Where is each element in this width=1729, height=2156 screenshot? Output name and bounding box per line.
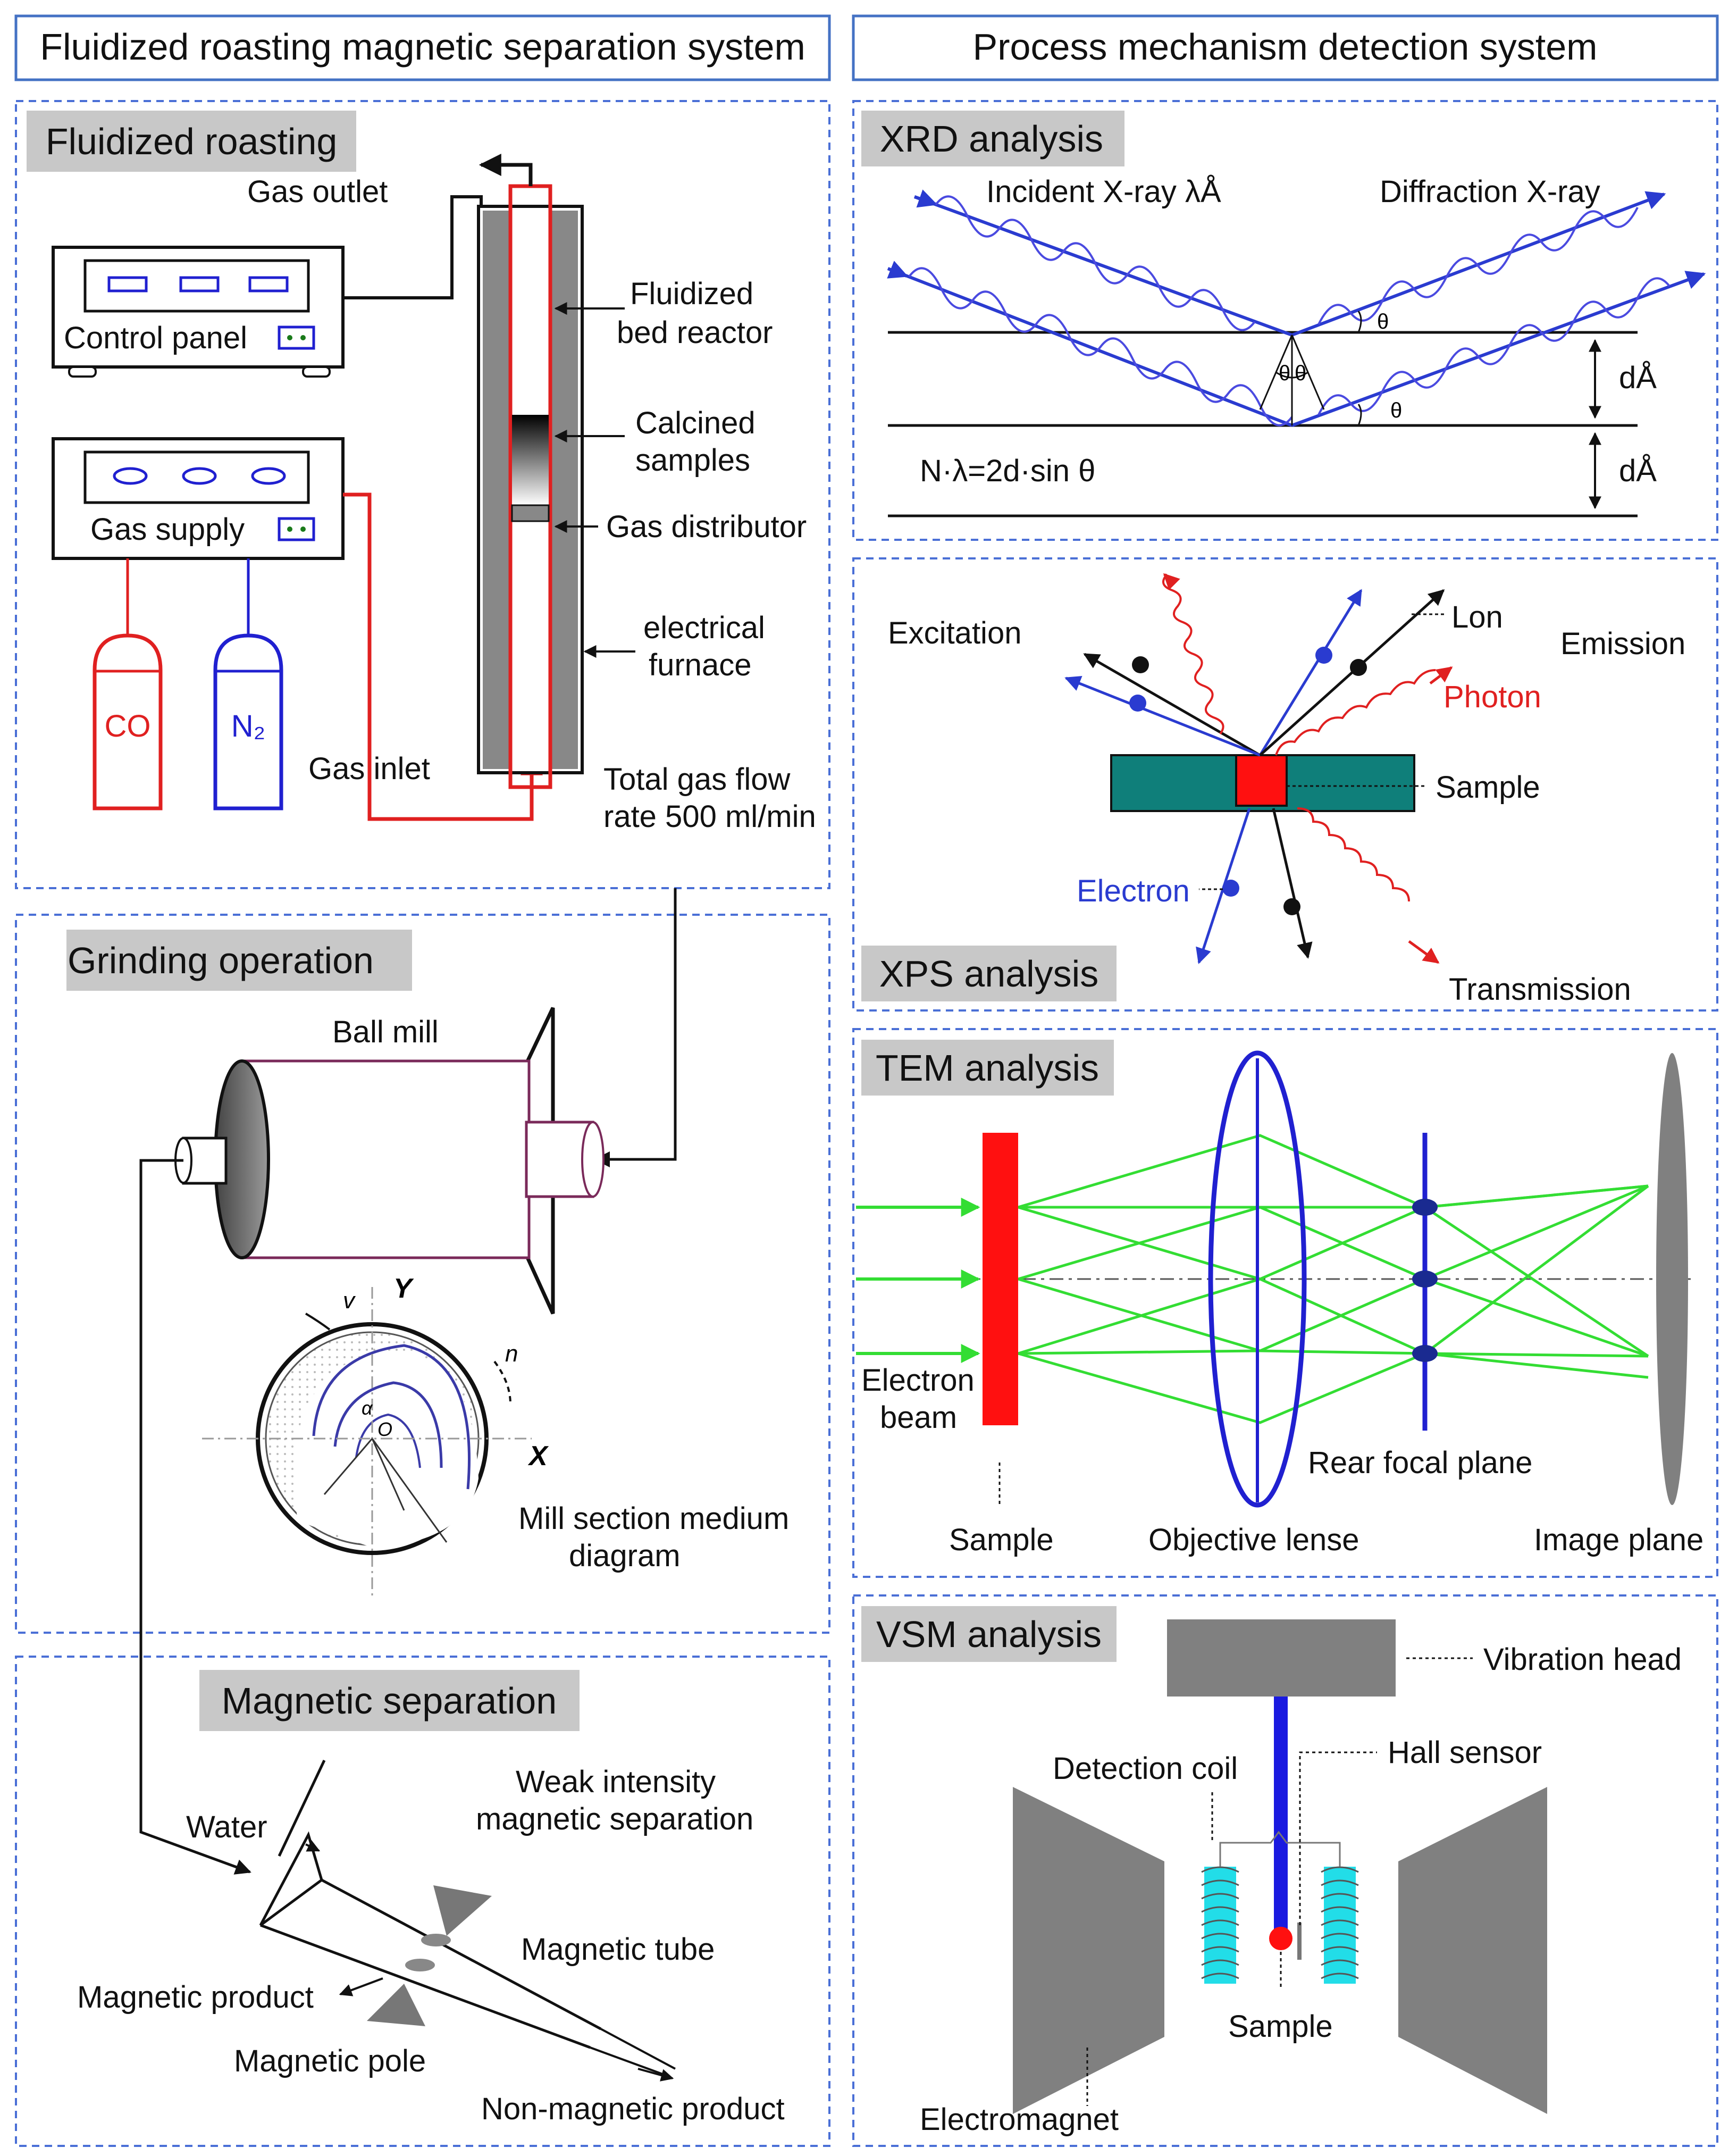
- symbol-v: v: [343, 1288, 356, 1314]
- right-header-title: Process mechanism detection system: [973, 26, 1598, 68]
- electromagnet-right: [1398, 1787, 1547, 2114]
- co-label: CO: [105, 709, 151, 743]
- xrd-diffraction-label: Diffraction X-ray: [1380, 174, 1600, 209]
- tem-image-plane: [1656, 1053, 1688, 1505]
- water-label: Water: [186, 1810, 267, 1844]
- control-panel-box: Control panel: [52, 246, 345, 378]
- non-magnetic-label: Non-magnetic product: [481, 2092, 785, 2126]
- tem-image-plane-label: Image plane: [1534, 1523, 1703, 1557]
- gas-distributor-label: Gas distributor: [606, 509, 807, 544]
- calcined-label-1: Calcined: [635, 406, 756, 440]
- xps-sample-label: Sample: [1436, 770, 1540, 805]
- magnetic-tube: [259, 1759, 676, 2082]
- hall-sensor-label: Hall sensor: [1388, 1735, 1542, 1770]
- axis-y-label: Y: [393, 1273, 414, 1304]
- gas-supply-box: Gas supply: [52, 437, 345, 560]
- xrd-incident-label: Incident X-ray λÅ: [986, 174, 1221, 209]
- furnace-label-2: furnace: [649, 648, 751, 682]
- tem-beam-label-2: beam: [880, 1400, 957, 1435]
- axis-x-label: X: [527, 1441, 549, 1472]
- calcined-label-2: samples: [635, 443, 750, 478]
- magnetic-title: Magnetic separation: [222, 1680, 557, 1722]
- xrd-formula: N·λ=2d·sin θ: [920, 454, 1095, 488]
- vibration-head: [1167, 1619, 1396, 1697]
- co-cylinder: [93, 633, 163, 810]
- detection-coil-label: Detection coil: [1053, 1751, 1238, 1786]
- vibration-head-label: Vibration head: [1483, 1642, 1682, 1677]
- xps-title: XPS analysis: [879, 953, 1098, 995]
- xps-photon-label: Photon: [1443, 680, 1541, 714]
- flow-label-1: Total gas flow: [603, 762, 791, 797]
- tem-title: TEM analysis: [876, 1047, 1099, 1089]
- mill-section-label-2: diagram: [569, 1539, 681, 1573]
- xps-emission-label: Emission: [1560, 626, 1685, 661]
- reactor-label-2: bed reactor: [617, 315, 773, 350]
- tem-objective-label: Objective lense: [1148, 1523, 1359, 1557]
- control-panel-label: Control panel: [64, 321, 247, 355]
- xrd-panel: XRD analysis θ θ θ θ dÅ dÅ Incident X-ra…: [861, 111, 1706, 517]
- flow-label-2: rate 500 ml/min: [603, 799, 816, 834]
- mill-section-label-1: Mill section medium: [518, 1501, 789, 1536]
- n2-cylinder: [213, 633, 283, 810]
- vsm-panel: VSM analysis Vibration head Hall sensor …: [861, 1606, 1682, 2137]
- grinding-panel: Grinding operation Ball mill: [66, 930, 789, 1595]
- symbol-alpha: α: [362, 1397, 373, 1419]
- fluidized-roasting-panel: Fluidized roasting Control panel Gas sup…: [27, 111, 816, 834]
- detection-coil-left: [1201, 1866, 1239, 1984]
- mill-section-diagram: Y X v n O α: [202, 1273, 549, 1595]
- electromagnet-label: Electromagnet: [920, 2102, 1119, 2137]
- xps-lon-label: Lon: [1451, 600, 1503, 634]
- xrd-theta-1: θ: [1279, 362, 1290, 385]
- fluidized-title: Fluidized roasting: [46, 121, 338, 162]
- gas-outlet-label: Gas outlet: [247, 174, 388, 209]
- magnetic-pole-label: Magnetic pole: [234, 2044, 426, 2078]
- weak-label-1: Weak intensity: [516, 1765, 716, 1799]
- vsm-sample-label: Sample: [1228, 2009, 1333, 2044]
- symbol-o: O: [377, 1418, 392, 1440]
- gas-supply-label: Gas supply: [90, 512, 245, 547]
- xps-transmission-label: Transmission: [1449, 972, 1631, 1007]
- xrd-d-label-2: dÅ: [1619, 454, 1657, 488]
- fluidized-bed-reactor: [477, 184, 584, 789]
- xrd-theta-4: θ: [1390, 399, 1402, 422]
- ball-mill: [174, 1007, 605, 1315]
- xps-panel: Excitation Lon Emission Photon Sample El…: [861, 573, 1685, 1007]
- right-header: Process mechanism detection system: [852, 14, 1719, 81]
- electromagnet-left: [1013, 1787, 1164, 2114]
- xrd-d-label-1: dÅ: [1619, 361, 1657, 395]
- xps-excitation-label: Excitation: [888, 616, 1021, 650]
- xrd-title: XRD analysis: [880, 118, 1103, 160]
- ball-mill-label: Ball mill: [332, 1015, 439, 1049]
- left-header: Fluidized roasting magnetic separation s…: [14, 14, 831, 81]
- detection-coil-right: [1321, 1866, 1359, 1984]
- tem-panel: TEM analysis Electron beam Sample Object…: [856, 1040, 1703, 1557]
- xrd-theta-3: θ: [1377, 310, 1389, 333]
- n2-label: N₂: [231, 709, 265, 743]
- left-header-title: Fluidized roasting magnetic separation s…: [40, 26, 805, 68]
- furnace-label-1: electrical: [643, 611, 765, 645]
- reactor-label-1: Fluidized: [630, 277, 753, 311]
- xrd-theta-2: θ: [1295, 362, 1306, 385]
- xps-electron-label: Electron: [1077, 874, 1190, 908]
- tem-beam-label-1: Electron: [861, 1363, 975, 1398]
- weak-label-2: magnetic separation: [476, 1802, 753, 1836]
- gas-inlet-label: Gas inlet: [308, 751, 430, 786]
- magnetic-separation-panel: Magnetic separation Water Weak intensity…: [77, 1670, 785, 2126]
- panel-borders: [15, 100, 1718, 2147]
- symbol-n: n: [505, 1341, 518, 1367]
- tem-sample-label: Sample: [949, 1523, 1054, 1557]
- tem-rear-label: Rear focal plane: [1308, 1445, 1532, 1480]
- grinding-title: Grinding operation: [68, 940, 374, 981]
- magnetic-product-label: Magnetic product: [77, 1980, 314, 2015]
- magnetic-tube-label: Magnetic tube: [521, 1932, 715, 1967]
- vsm-title: VSM analysis: [876, 1614, 1102, 1655]
